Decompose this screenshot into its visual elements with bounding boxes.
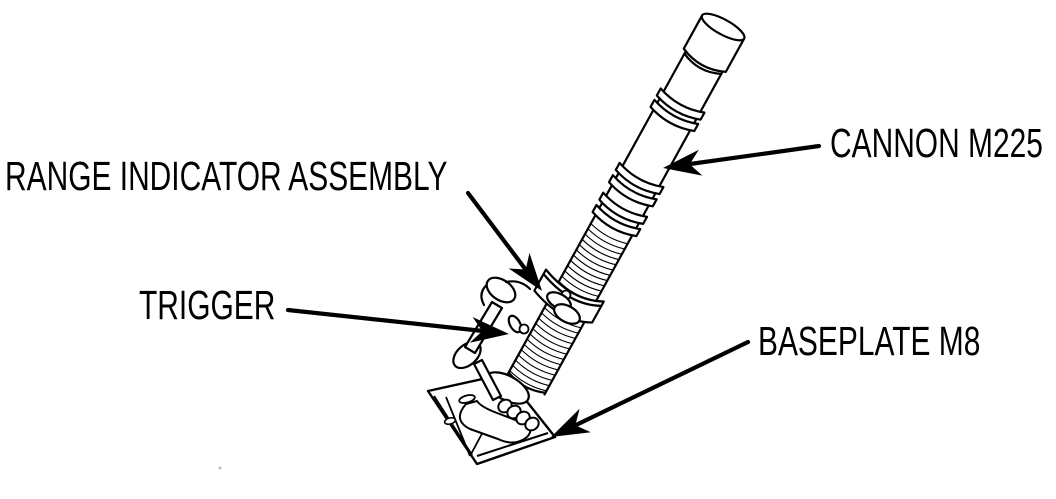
- label-cannon-m225: CANNON M225: [830, 120, 1043, 166]
- mount-pad: [458, 394, 476, 404]
- base-coupling: [458, 371, 540, 444]
- trigger-screw: [518, 323, 530, 335]
- callout-arrow-trigger: [285, 307, 509, 343]
- cannon-tube: [506, 12, 746, 396]
- muzzle: [682, 12, 746, 76]
- barrel-rings: [591, 87, 706, 238]
- callout-arrow-cannon: [663, 143, 822, 176]
- label-baseplate-m8: BASEPLATE M8: [758, 318, 981, 364]
- label-range-indicator-assembly: RANGE INDICATOR ASSEMBLY: [5, 153, 448, 199]
- coil-spring: [497, 398, 540, 432]
- callout-arrow-range-indicator: [465, 190, 542, 291]
- scan-speck: [218, 466, 222, 470]
- clamp-knob-lower: [553, 303, 581, 325]
- callout-arrow-baseplate: [551, 339, 751, 437]
- label-trigger: TRIGGER: [139, 282, 276, 328]
- retainer-bracket: [459, 400, 532, 444]
- handle-leg: [472, 358, 503, 402]
- handle-knob: [485, 276, 517, 304]
